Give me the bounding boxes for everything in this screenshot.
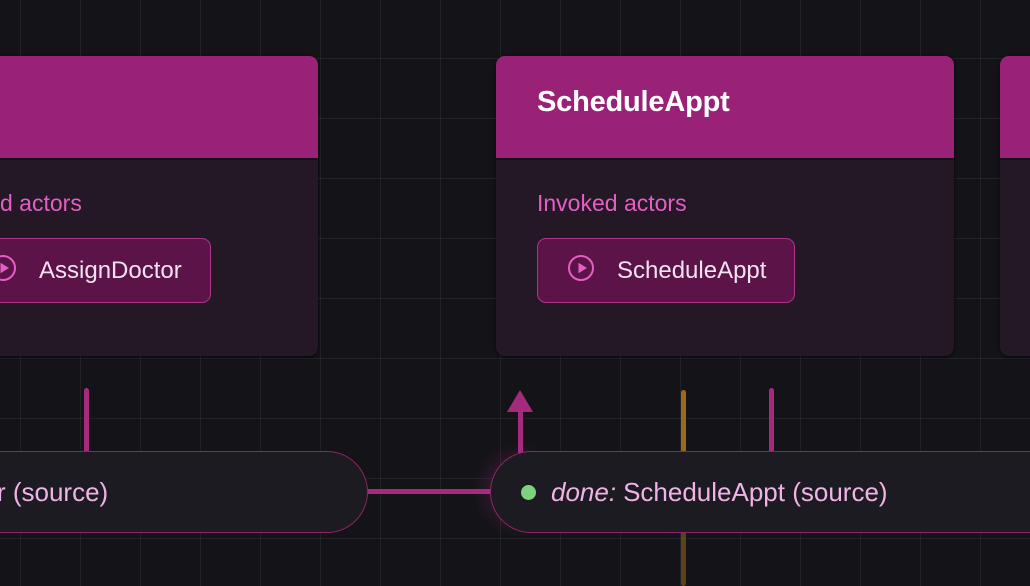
state-node-body: d actors AssignDoctor <box>0 160 318 303</box>
transition-keyword: done: <box>551 476 617 507</box>
transition-assign-doctor[interactable]: AssignDoctor (source) <box>0 451 368 533</box>
status-dot <box>521 484 536 500</box>
state-node-header <box>0 56 318 160</box>
invoked-actor-chip[interactable]: AssignDoctor <box>0 238 211 303</box>
invoked-actor-name: ScheduleAppt <box>617 256 767 284</box>
state-node-next[interactable] <box>1000 56 1030 356</box>
invoked-actor-chip[interactable]: ScheduleAppt <box>537 238 796 303</box>
state-node-body: Invoked actors ScheduleAppt <box>496 160 954 303</box>
edge-assign-source-stub <box>84 388 89 454</box>
transition-label: AssignDoctor (source) <box>0 476 109 507</box>
transition-target: ScheduleAppt (source) <box>623 476 888 507</box>
edge-schedule-arrow-shaft <box>518 410 523 460</box>
transition-schedule-appt[interactable]: done:ScheduleAppt (source) <box>490 451 1030 533</box>
state-node-header: ScheduleAppt <box>496 56 954 160</box>
state-node-title: ScheduleAppt <box>537 86 730 118</box>
edge-amber-stub <box>681 390 686 456</box>
play-circle-icon <box>0 253 18 288</box>
state-node-header <box>1000 56 1030 160</box>
edge-pink-stub <box>769 388 774 456</box>
play-circle-icon <box>566 253 596 288</box>
edge-assign-to-schedule <box>366 489 494 494</box>
edge-schedule-arrow-head <box>507 390 533 412</box>
invoked-actors-label: d actors <box>0 190 82 216</box>
state-node-schedule-appt[interactable]: ScheduleAppt Invoked actors ScheduleAppt <box>496 56 954 356</box>
transition-label: done:ScheduleAppt (source) <box>551 477 888 508</box>
invoked-actor-name: AssignDoctor <box>39 256 182 284</box>
invoked-actors-label: Invoked actors <box>537 190 687 216</box>
state-node-assign-doctor[interactable]: d actors AssignDoctor <box>0 56 318 356</box>
